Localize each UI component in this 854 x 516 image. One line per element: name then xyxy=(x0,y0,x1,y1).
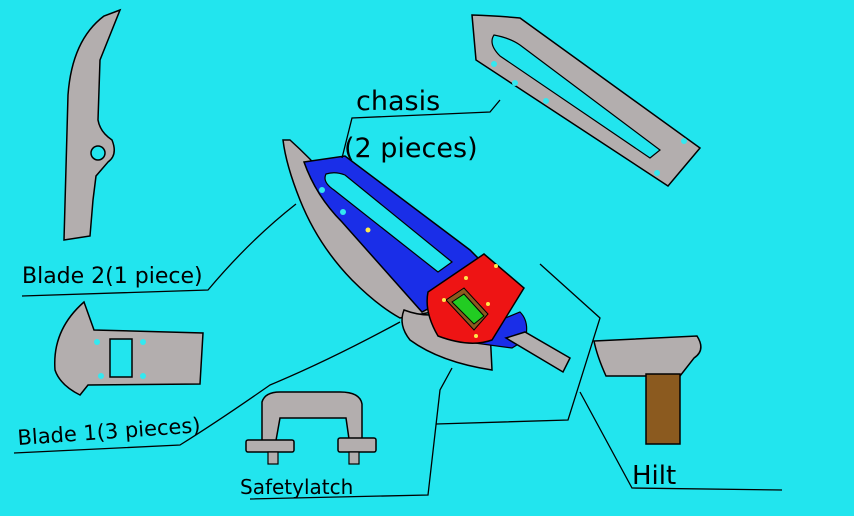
leader-safetylatch xyxy=(249,367,453,500)
chassis-piece xyxy=(471,14,702,187)
leader-blade1 xyxy=(13,321,401,454)
safety-latch-piece xyxy=(245,391,377,465)
leader-chassis xyxy=(341,99,501,159)
blade1-piece xyxy=(54,300,204,396)
leader-lines xyxy=(13,99,783,500)
label-chassis-line2: (2 pieces) xyxy=(344,133,478,164)
label-chassis-line1: chasis xyxy=(356,86,440,117)
label-blade2: Blade 2(1 piece) xyxy=(22,264,203,289)
label-safety-latch: Safetylatch xyxy=(240,475,353,499)
blade2-piece xyxy=(63,8,122,241)
leader-hilt-2 xyxy=(579,391,783,491)
hilt-piece xyxy=(593,335,702,445)
label-hilt: Hilt xyxy=(632,461,676,491)
leader-hilt xyxy=(435,263,601,425)
assembled-sword xyxy=(282,139,571,374)
leader-blade2 xyxy=(21,203,297,297)
